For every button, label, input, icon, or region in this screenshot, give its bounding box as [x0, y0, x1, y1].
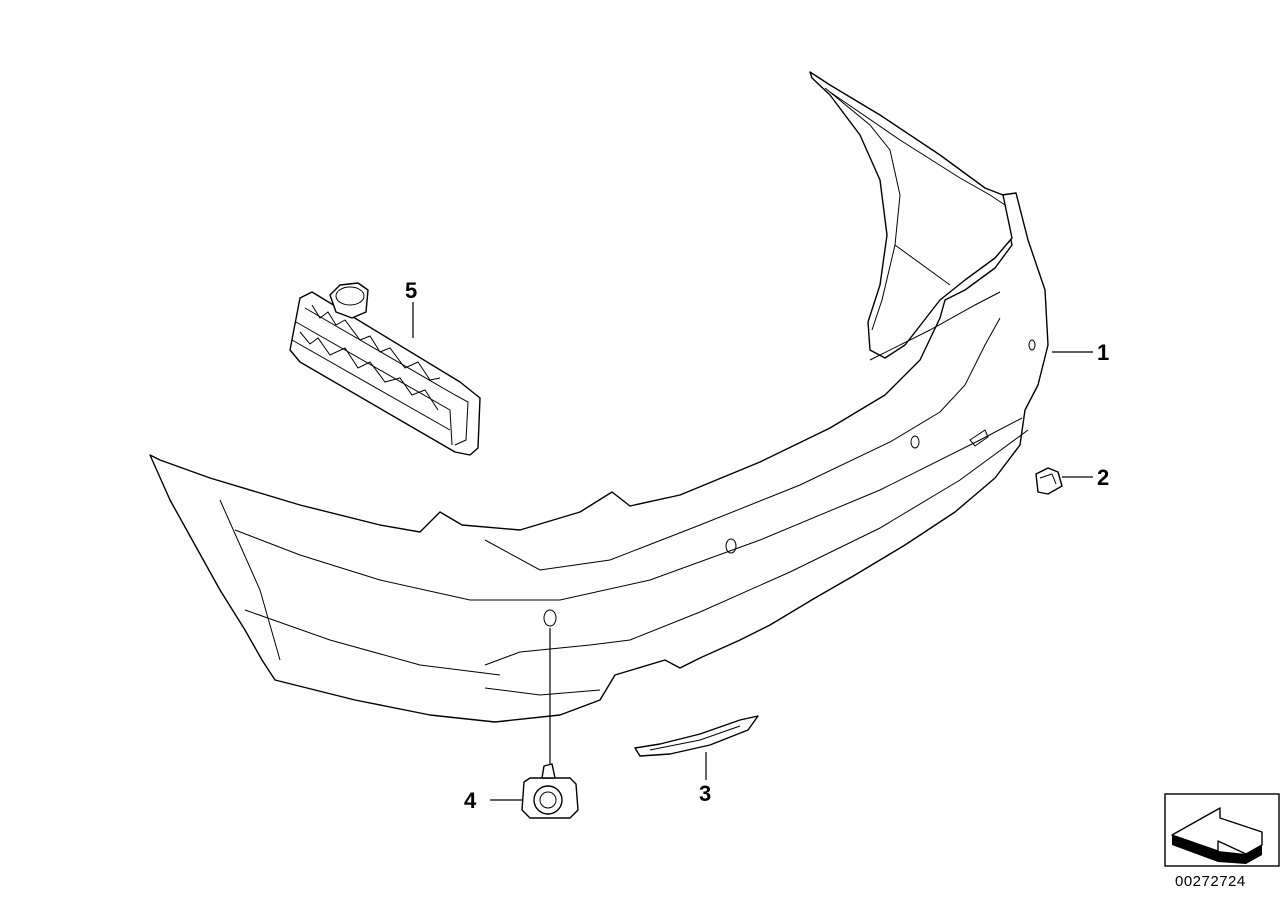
arrow-icon [1164, 793, 1280, 867]
parking-sensor [521, 763, 579, 819]
document-number: 00272724 [1175, 873, 1246, 890]
callout-3: 3 [699, 781, 711, 806]
callout-5: 5 [405, 278, 417, 303]
bracket-part [289, 282, 481, 456]
callout-2: 2 [1097, 465, 1109, 490]
bumper-panel [149, 71, 1049, 723]
callout-1: 1 [1097, 340, 1109, 365]
cover-part [1035, 467, 1063, 495]
callout-4: 4 [464, 788, 477, 813]
reflector-strip [634, 715, 759, 757]
